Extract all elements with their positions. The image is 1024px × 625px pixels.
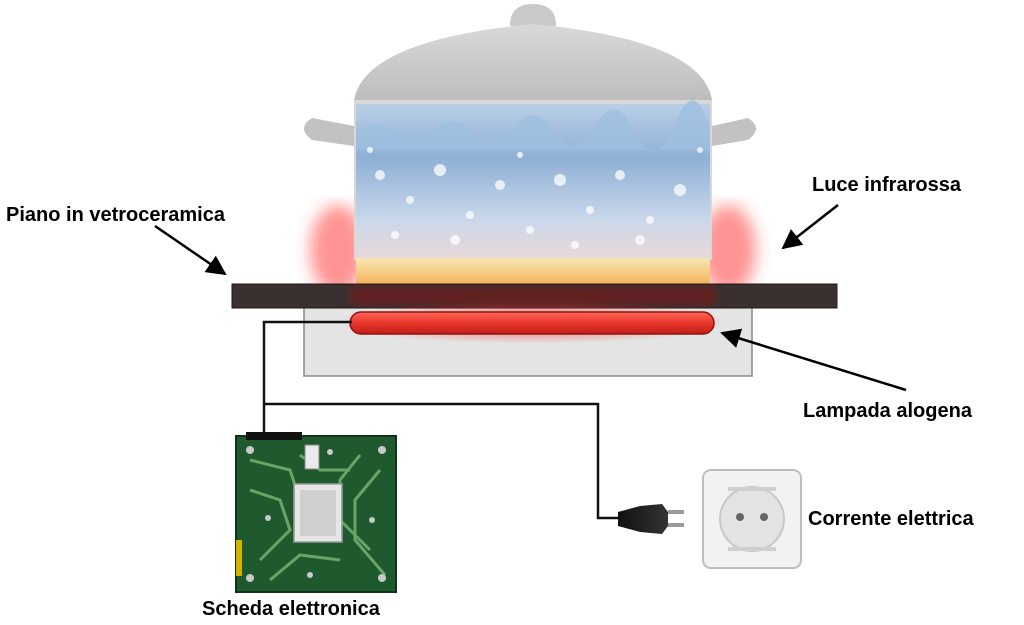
water-surface xyxy=(356,100,710,152)
pot-handle-right xyxy=(712,118,756,146)
halogen-lamp xyxy=(349,311,715,335)
arrow-halogen-lamp xyxy=(720,328,907,392)
label-glass-ceramic-top: Piano in vetroceramica xyxy=(6,204,225,226)
pot-lid xyxy=(354,24,712,100)
power-plug xyxy=(618,504,684,534)
arrow-glass-ceramic-top xyxy=(154,224,227,276)
label-infrared-light: Luce infrarossa xyxy=(812,174,961,196)
label-halogen-lamp: Lampada alogena xyxy=(803,400,972,422)
wire-board-to-plug xyxy=(264,402,620,520)
glass-glow xyxy=(350,286,716,306)
wire-lamp-to-board xyxy=(262,320,352,434)
wall-socket xyxy=(702,469,802,569)
lid-knob xyxy=(510,4,556,26)
pot-bottom xyxy=(356,258,710,284)
water-bubbles xyxy=(367,147,703,249)
label-electric-current: Corrente elettrica xyxy=(808,508,974,530)
label-circuit-board: Scheda elettronica xyxy=(202,598,380,620)
pot-handle-left xyxy=(304,118,354,146)
infrared-glow xyxy=(310,205,756,295)
arrow-infrared-light xyxy=(781,204,839,250)
circuit-board xyxy=(235,432,397,593)
